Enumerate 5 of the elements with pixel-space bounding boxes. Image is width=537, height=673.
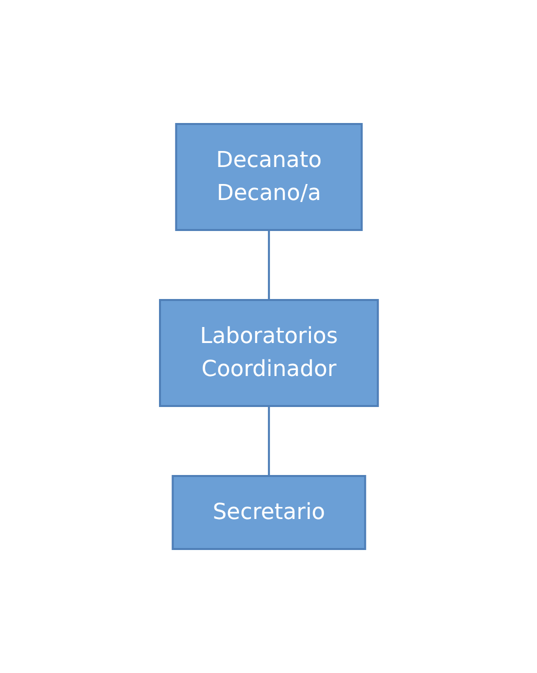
node-box: Decanato Decano/a (174, 123, 362, 231)
node-box: Secretario (171, 475, 366, 550)
node-box: Laboratorios Coordinador (158, 299, 378, 407)
connector (268, 230, 270, 300)
connector (268, 406, 270, 476)
